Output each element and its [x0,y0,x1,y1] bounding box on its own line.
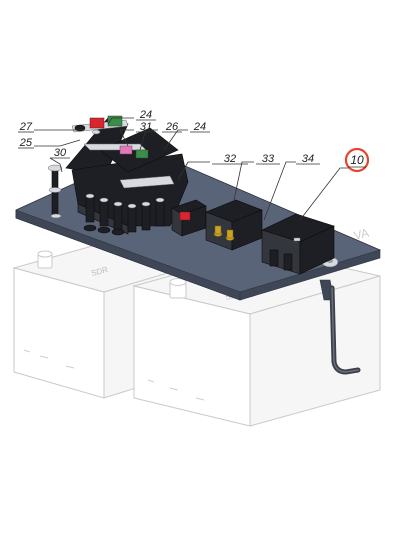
callout-32: 32 [224,153,236,165]
top-fuse-assembly [71,115,129,135]
callout-25: 25 [19,137,33,149]
busbar-upper [83,143,149,159]
relay-34 [261,213,335,275]
callout-34: 34 [302,153,314,165]
callout-31: 31 [140,121,152,133]
callout-10: 10 [350,153,364,167]
fuse-pink [119,145,133,155]
callout-26: 26 [165,121,179,133]
highlight-ring [344,147,370,173]
fuse-green [135,149,149,159]
callout-30: 30 [54,147,67,159]
terminal-post [47,164,63,219]
fuse-red [89,117,105,129]
relay-small [171,199,207,237]
svg-text:VA: VA [352,226,370,243]
fuse-studs [83,193,165,236]
busbar-lower [119,175,175,189]
callout-24-upper: 24 [139,109,152,121]
callout-27: 27 [19,121,33,133]
callout-33: 33 [262,153,275,165]
relay-33 [205,199,263,251]
callout-24-lower: 24 [193,121,206,133]
svg-text:SDR: SDR [90,265,109,278]
